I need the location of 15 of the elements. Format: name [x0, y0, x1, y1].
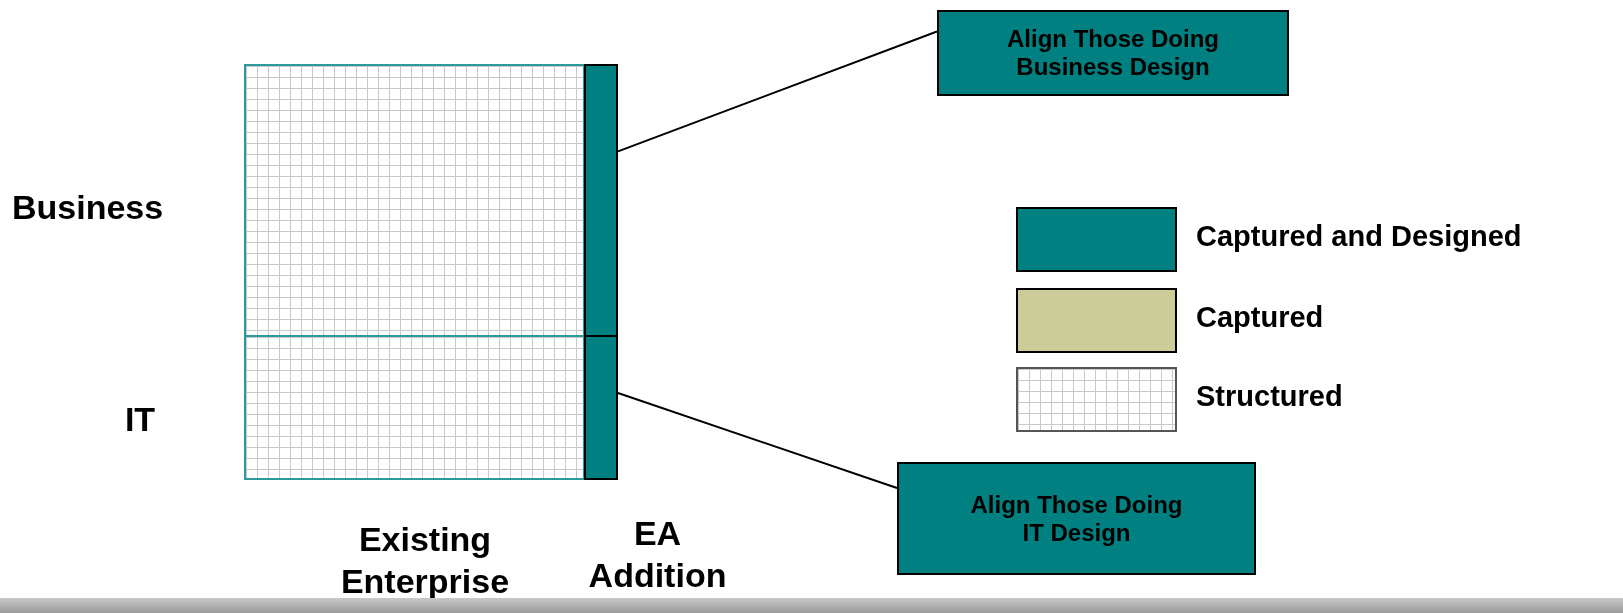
bar-segment [584, 335, 618, 480]
legend-label: Structured [1196, 380, 1343, 413]
bar-segment [584, 64, 618, 337]
callout-box: Align Those Doing IT Design [897, 462, 1256, 575]
row-label: IT [123, 399, 157, 440]
leader-line [617, 392, 898, 489]
row-label: Business [12, 187, 165, 228]
legend-label: Captured and Designed [1196, 220, 1522, 253]
leader-line [617, 30, 938, 153]
legend-label: Captured [1196, 301, 1324, 334]
grid-block [244, 335, 585, 480]
callout-box: Align Those Doing Business Design [937, 10, 1289, 96]
column-label: EA Addition [587, 513, 728, 596]
column-label: Existing Enterprise [339, 519, 511, 602]
grid-block [244, 64, 585, 337]
